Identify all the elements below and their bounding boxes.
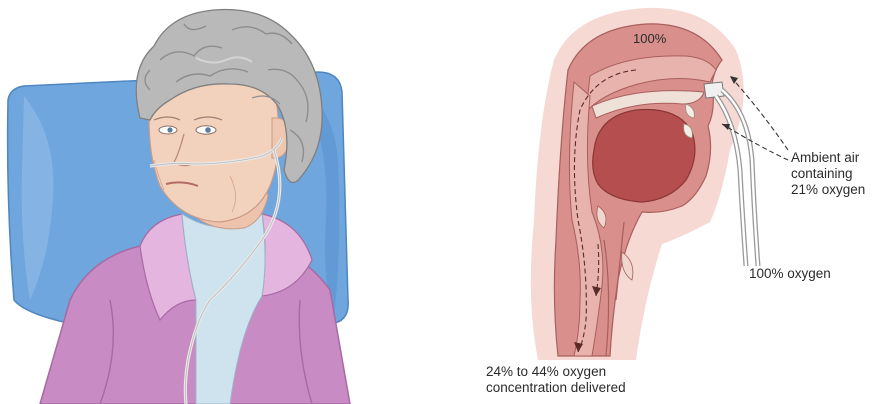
ambient-air-label: Ambient air containing 21% oxygen [791, 150, 865, 198]
ambient-air-line-1: Ambient air [791, 150, 865, 166]
delivered-concentration-label: 24% to 44% oxygen concentration delivere… [486, 364, 626, 396]
oxygen-source-label: 100% oxygen [749, 266, 831, 282]
patient-illustration [0, 0, 360, 404]
airway-cross-section [486, 0, 886, 404]
delivered-line-1: 24% to 44% oxygen [486, 364, 626, 380]
delivered-line-2: concentration delivered [486, 380, 626, 396]
nasal-concentration-label: 100% [633, 31, 666, 47]
ambient-air-line-2: containing [791, 166, 865, 182]
nasal-prong [704, 82, 724, 98]
ambient-air-line-3: 21% oxygen [791, 182, 865, 198]
